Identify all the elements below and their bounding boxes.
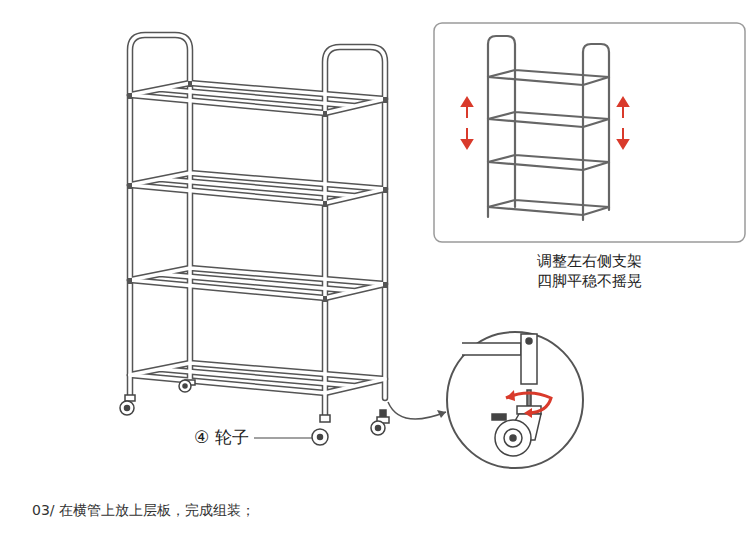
leader-line [254, 437, 312, 438]
panel-caption: 调整左右侧支架 四脚平稳不摇晃 [534, 251, 645, 292]
inset-illustration [433, 22, 746, 243]
step-caption: 03/ 在横管上放上层板，完成组装； [32, 502, 255, 520]
inset-panel: 调整左右侧支架 四脚平稳不摇晃 [433, 22, 746, 296]
callout-label: ④ 轮子 [194, 426, 249, 449]
